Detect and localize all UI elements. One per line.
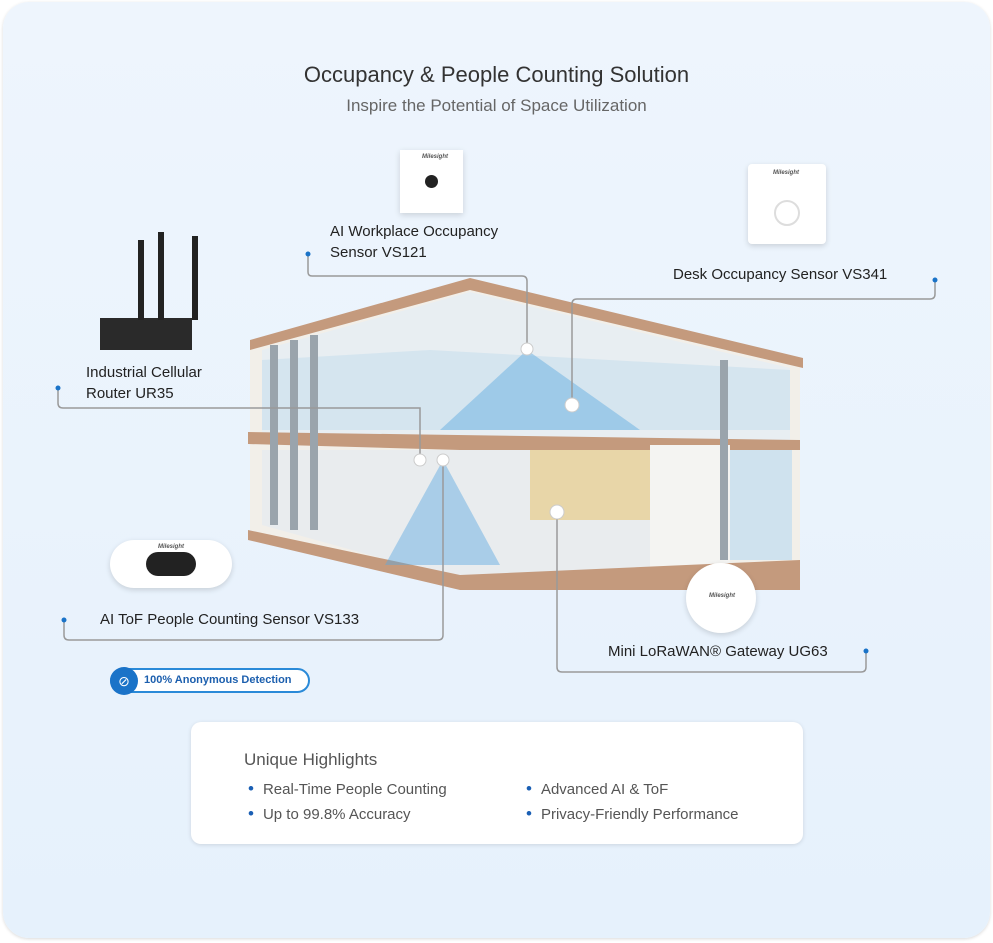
highlights-title: Unique Highlights — [244, 750, 378, 769]
highlight-item: Up to 99.8% Accuracy — [248, 802, 447, 827]
anonymous-detection-badge: ⊘ 100% Anonymous Detection — [110, 667, 310, 695]
vs133-label: AI ToF People Counting Sensor VS133 — [100, 611, 360, 628]
highlight-item: Real-Time People Counting — [248, 777, 447, 802]
ug63-label: Mini LoRaWAN® Gateway UG63 — [608, 643, 828, 660]
highlight-item: Advanced AI & ToF — [526, 777, 739, 802]
brand-logo: Milesight — [422, 154, 449, 160]
page-title: Occupancy & People Counting Solution — [303, 62, 690, 87]
page-subtitle: Inspire the Potential of Space Utilizati… — [346, 96, 647, 115]
vs341-label: Desk Occupancy Sensor VS341 — [673, 266, 888, 283]
sensor-location-dots — [413, 342, 580, 520]
brand-logo: Milesight — [709, 593, 736, 599]
vs121-device-image: Milesight — [400, 150, 463, 213]
ug63-device-image: Milesight — [686, 563, 756, 633]
highlights-panel: Unique Highlights Real-Time People Count… — [191, 722, 803, 844]
vs341-device-image: Milesight — [748, 164, 826, 244]
connector-end-dots — [55, 251, 938, 654]
building — [248, 278, 803, 590]
vs133-device-image: Milesight — [110, 540, 232, 588]
router-ur35-image — [100, 232, 198, 350]
connector-lines — [57, 255, 936, 673]
brand-logo: Milesight — [773, 170, 800, 176]
brand-logo: Milesight — [158, 544, 185, 550]
eye-off-icon: ⊘ — [110, 667, 138, 695]
highlight-item: Privacy-Friendly Performance — [526, 802, 739, 827]
